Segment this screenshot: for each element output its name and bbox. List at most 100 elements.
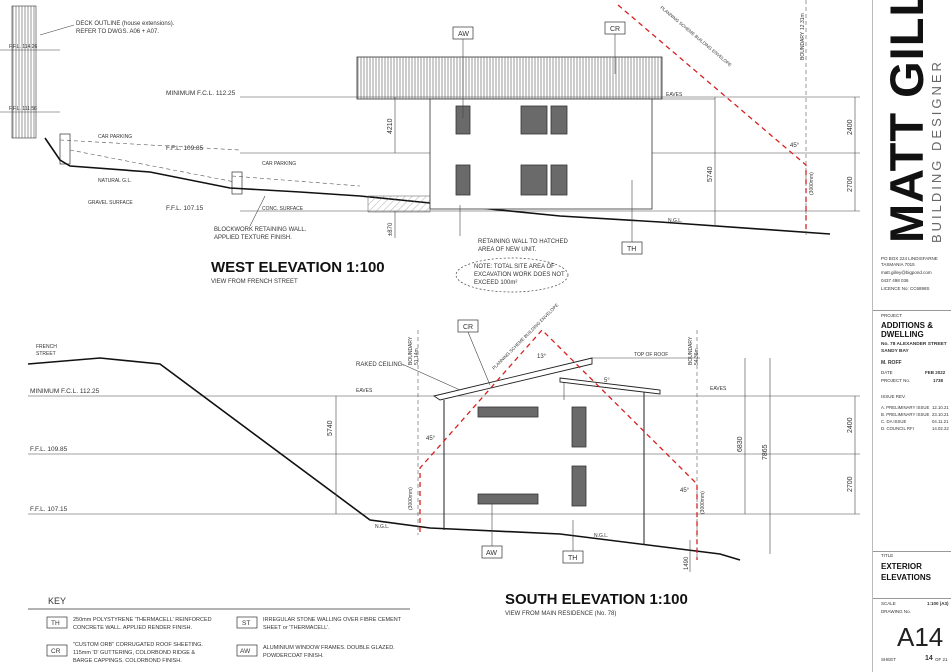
svg-text:TH: TH [51,620,60,627]
south-tag-aw: AW [481,504,503,559]
project-no-value: 1738 [933,378,944,383]
contact-line: matt.gilley@bigpond.com [881,270,932,275]
project-address-2: SANDY BAY [881,349,909,354]
excavation-note-3: EXCEED 100m² [474,280,517,286]
svg-text:115mm 'D' GUTTERING, COLORBOND: 115mm 'D' GUTTERING, COLORBOND RIDGE & [73,650,195,656]
svg-text:TH: TH [627,246,636,253]
contact-line: LICENCE No: CC6898S [881,286,930,291]
issue-rev: C. DA ISSUE [881,419,907,424]
drawing-number: A14 [897,622,944,652]
west-dim-870: ±870 [388,222,394,236]
contact-line: PO BOX 224 LINDISFARNE [881,256,938,261]
excavation-note-1: NOTE: TOTAL SITE AREA OF [474,264,555,270]
south-ngl-label-1: N.G.L. [375,524,389,530]
west-boundary-value: 12.31m [800,13,806,30]
south-angle-left: 45° [426,436,436,442]
svg-text:CR: CR [463,324,473,331]
contact-line: 0437 498 036 [881,278,909,283]
south-elevation: MINIMUM F.C.L. 112.25 F.F.L. 109.85 F.F.… [27,302,860,617]
west-level-ffl-2: F.F.L. 107.15 [166,205,204,212]
deck-note-2: REFER TO DWGS. A06 + A07. [76,29,159,35]
issue-date: 12.10.21 [932,405,949,410]
natural-gl-label: NATURAL G.L. [98,178,132,184]
south-boundary-left-value: 51.14m [414,348,420,365]
south-elevation-subtitle: VIEW FROM MAIN RESIDENCE (No. 78) [505,611,616,617]
issue-date: 23.10.21 [932,412,949,417]
key-item-cr: CR "CUSTOM ORB" CORRUGATED ROOF SHEETING… [46,642,203,664]
brand-subtitle: BUILDING DESIGNER [929,59,944,243]
west-boundary-label: BOUNDARY [800,31,806,60]
svg-text:"CUSTOM ORB" CORRUGATED ROOF S: "CUSTOM ORB" CORRUGATED ROOF SHEETING. [73,642,203,648]
retaining-note-1: RETAINING WALL TO HATCHED [478,239,568,245]
south-boundary-right: BOUNDARY [688,336,694,365]
west-ngl-label: N.G.L. [668,218,682,224]
south-dim-6830: 6830 [737,436,744,452]
south-dim-1490: 1490 [684,556,690,570]
svg-text:ALUMINIUM WINDOW FRAMES. DOUBL: ALUMINIUM WINDOW FRAMES. DOUBLE GLAZED. [263,645,395,651]
deck-note-1: DECK OUTLINE (house extensions). [76,21,175,27]
south-dim-2700: 2700 [847,476,854,492]
svg-text:CR: CR [610,26,620,33]
brand-name: MATT GILLEY [880,0,933,243]
south-level-min-fcl: MINIMUM F.C.L. 112.25 [30,388,100,395]
french-street-label-2: STREET [36,351,56,357]
title-block: MATT GILLEY BUILDING DESIGNER PO BOX 224… [872,0,951,672]
west-window [550,164,568,196]
svg-text:AW: AW [486,550,497,557]
south-tag-cr: CR [457,319,491,386]
svg-text:ST: ST [242,620,250,627]
south-dim-2400: 2400 [847,417,854,433]
west-level-min-fcl: MINIMUM F.C.L. 112.25 [166,90,236,97]
west-dim-2400: 2400 [847,119,854,135]
west-building-envelope [617,4,807,232]
date-label: DATE [881,370,893,375]
project-label: PROJECT [881,313,903,318]
svg-text:IRREGULAR STONE WALLING OVER F: IRREGULAR STONE WALLING OVER FIBRE CEMEN… [263,617,402,623]
excavation-note-cloud [455,257,569,293]
south-building-envelope [419,329,698,560]
south-setback-left: (3000mm) [408,487,414,510]
south-setback-right: (3000mm) [700,491,706,514]
west-eaves-label: EAVES [666,92,683,98]
svg-text:POWDERCOAT FINISH.: POWDERCOAT FINISH. [263,653,324,659]
scale-value: 1:100 (A3) [927,601,949,606]
svg-text:TH: TH [568,555,577,562]
south-eaves-left: EAVES [356,388,373,394]
west-elevation: MINIMUM F.C.L. 112.25 F.F.L. 109.85 F.F.… [0,0,860,293]
scale-label: SCALE [881,601,896,606]
west-tag-cr: CR [604,21,626,74]
south-dim-7865: 7865 [762,444,769,460]
south-tag-th: TH [562,520,584,564]
south-pitch-13: 13° [537,354,547,360]
gravel-surface-label: GRAVEL SURFACE [88,200,133,206]
svg-text:250mm POLYSTYRENE 'THERMACELL': 250mm POLYSTYRENE 'THERMACELL' REINFORCE… [73,617,212,623]
title-label: TITLE [881,553,894,558]
south-window [477,406,539,418]
south-ground-line [27,357,741,561]
svg-text:AW: AW [458,31,469,38]
issue-label: ISSUE REV. [881,394,906,399]
issue-rev: D. COUNCIL RFI [881,426,914,431]
west-dim-5740: 5740 [707,166,714,182]
drawing-no-label: DRAWING No. [881,609,911,614]
key-item-st: ST IRREGULAR STONE WALLING OVER FIBRE CE… [236,616,402,631]
west-setback-label: (3000mm) [809,172,815,195]
south-roof-right [559,377,661,395]
key-legend: KEY TH 250mm POLYSTYRENE 'THERMACELL' RE… [28,596,410,664]
contact-line: TASMANIA 7015 [881,262,915,267]
sheet-of: OF 21 [935,657,948,662]
west-dim-2700: 2700 [847,176,854,192]
retaining-note-2: AREA OF NEW UNIT. [478,247,537,253]
south-window [571,406,587,448]
project-title-2: DWELLING [881,330,924,339]
svg-text:AW: AW [240,648,251,655]
west-window [550,105,568,135]
west-level-ffl-b: F.F.L. 111.56 [9,106,37,112]
west-window [520,164,548,196]
south-envelope-label: PLANNING SCHEME BUILDING ENVELOPE [491,302,559,370]
blockwork-note-1: BLOCKWORK RETAINING WALL. [214,227,307,233]
svg-text:CR: CR [51,648,61,655]
west-ground-line [44,137,831,235]
south-level-ffl-1: F.F.L. 109.85 [30,446,68,453]
svg-text:SHEET or 'THERMACELL'.: SHEET or 'THERMACELL'. [263,625,330,631]
